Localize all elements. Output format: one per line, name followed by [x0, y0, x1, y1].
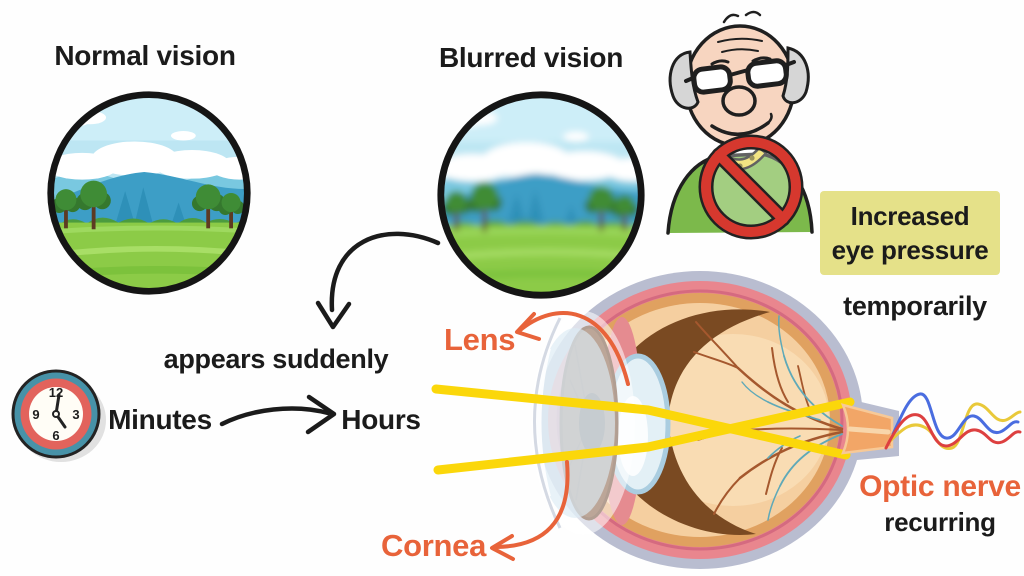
clock-number-3: 3: [72, 407, 79, 422]
sclera-outline: [537, 271, 863, 569]
clock-icon: 12 3 6 9: [11, 369, 106, 462]
glasses: [684, 58, 796, 95]
arrow-minutes-to-hours: [219, 394, 337, 435]
clock-hands: [54, 393, 67, 429]
pressure-line1: Increased: [850, 200, 970, 231]
blurred-vision-circle: [437, 91, 645, 299]
clock-number-9: 9: [32, 407, 39, 422]
smile: [710, 121, 770, 137]
elderly-man-illustration: [666, 10, 814, 240]
sweater: [666, 152, 814, 235]
recurring-label: recurring: [884, 507, 996, 537]
pressure-highlight: Increased eye pressure: [820, 191, 1000, 275]
cornea-label: Cornea: [381, 528, 487, 563]
pressure-line2: eye pressure: [831, 234, 989, 265]
arrow-blurred-to-suddenly: [315, 231, 441, 330]
blurred-vision-title: Blurred vision: [438, 42, 624, 73]
vitreous: [570, 303, 830, 537]
optic-nerve: [840, 403, 894, 455]
circle-border: [47, 91, 251, 295]
light-ray: [433, 397, 855, 475]
optic-nerve-label: Optic nerve: [859, 470, 1021, 503]
iris-shape: [559, 325, 619, 521]
clock-number-12: 12: [49, 385, 63, 400]
circle-border: [437, 91, 645, 299]
cornea-pointer-arrow: [490, 460, 570, 561]
no-symbol-icon: [698, 134, 804, 240]
light-ray: [431, 384, 851, 460]
sclera: [548, 281, 852, 559]
minutes-label: Minutes: [108, 404, 212, 435]
normal-vision-circle: [47, 91, 251, 295]
nose: [721, 85, 757, 117]
clock-number-6: 6: [52, 428, 59, 443]
cornea-shape: [531, 311, 635, 535]
blood-vessels: [693, 315, 844, 521]
lens-shape: [605, 353, 671, 495]
signal-waves: [884, 392, 1022, 450]
face: [684, 24, 796, 148]
appears-suddenly-label: appears suddenly: [163, 344, 389, 374]
collar: [712, 146, 768, 171]
temporarily-label: temporarily: [843, 291, 987, 321]
choroid-rim: [560, 293, 840, 547]
lens-label: Lens: [444, 322, 516, 357]
hours-label: Hours: [341, 404, 421, 435]
choroid-crescent: [600, 309, 770, 535]
lens-pointer-arrow: [515, 311, 630, 386]
hair-right: [781, 46, 810, 105]
light-rays: [431, 384, 855, 475]
normal-vision-title: Normal vision: [54, 40, 236, 71]
hair-left: [668, 50, 700, 110]
